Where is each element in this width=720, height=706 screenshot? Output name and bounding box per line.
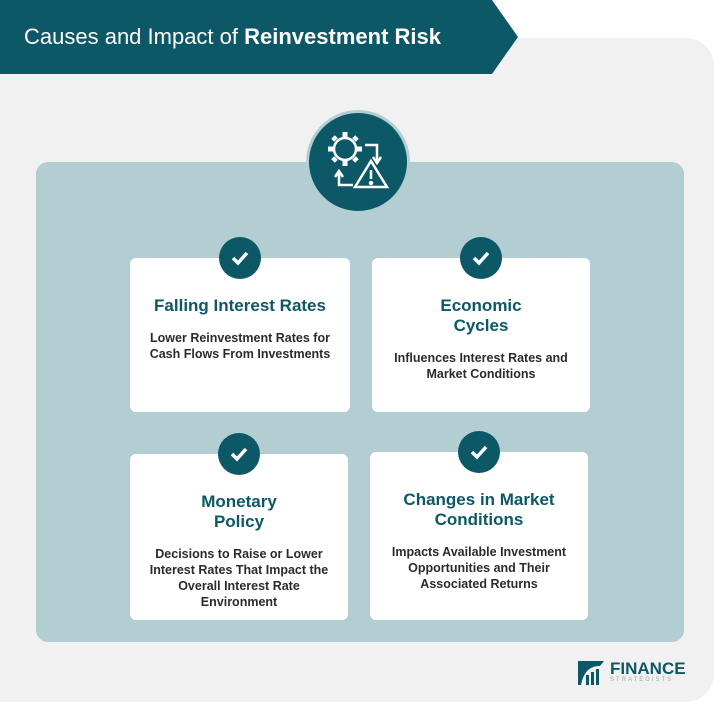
card-economic-cycles: Economic Cycles Influences Interest Rate…	[372, 237, 590, 412]
card-title: Economic Cycles	[440, 296, 522, 335]
card-changes-in-market-conditions: Changes in Market Conditions Impacts Ava…	[370, 431, 588, 620]
logo-mark-icon	[578, 661, 604, 685]
risk-cycle-icon	[306, 110, 410, 214]
card-description: Decisions to Raise or Lower Interest Rat…	[149, 547, 329, 609]
card-description: Lower Reinvestment Rates for Cash Flows …	[149, 331, 331, 361]
card-falling-interest-rates: Falling Interest Rates Lower Reinvestmen…	[130, 237, 350, 412]
page-title: Causes and Impact of Reinvestment Risk	[24, 24, 441, 49]
check-icon	[218, 433, 260, 475]
card-title: Falling Interest Rates	[154, 296, 326, 315]
check-icon	[460, 237, 502, 279]
card-title: Changes in Market Conditions	[403, 490, 555, 529]
title-banner: Causes and Impact of Reinvestment Risk	[0, 0, 518, 74]
card-description: Impacts Available Investment Opportuniti…	[391, 545, 567, 591]
logo-subtext: STRATEGISTS	[610, 677, 674, 683]
card-monetary-policy: Monetary Policy Decisions to Raise or Lo…	[130, 433, 348, 620]
check-icon	[219, 237, 261, 279]
card-title: Monetary Policy	[201, 492, 277, 531]
logo-text: FINANCE	[610, 659, 686, 678]
card-description: Influences Interest Rates and Market Con…	[394, 351, 568, 381]
check-icon	[458, 431, 500, 473]
